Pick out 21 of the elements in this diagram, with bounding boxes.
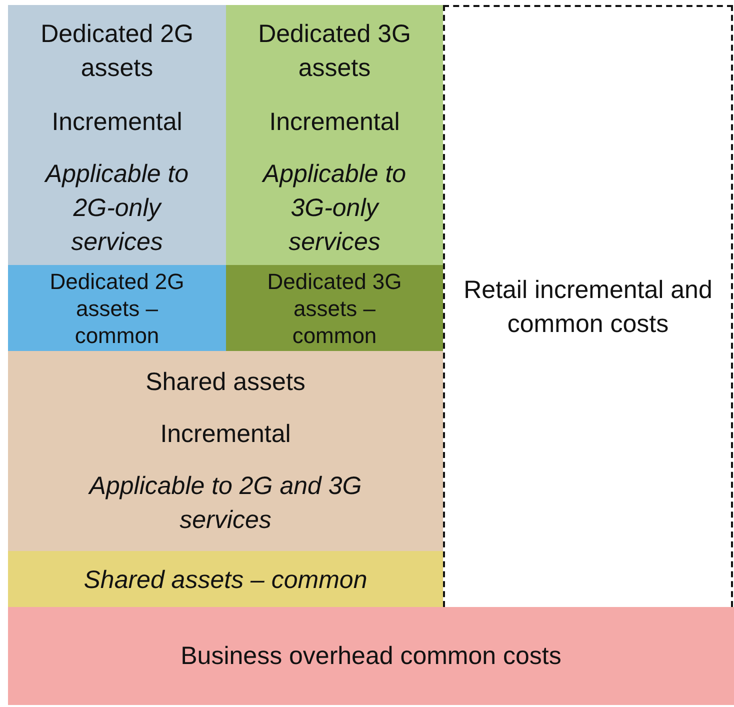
block-heading: Dedicated 2G assets [40,19,194,84]
block-label: Dedicated 2G assets – common [48,268,186,348]
asset-block [8,551,443,607]
cost-type-label: Incremental [160,419,291,450]
asset-block [8,5,226,265]
block-label: Retail incremental and common costs [462,275,714,340]
asset-block [8,265,226,351]
applicability-note: Applicable to 2G-only services [43,159,190,258]
block-label: Shared assets – common [84,565,368,596]
asset-block [226,5,443,265]
block-label: Dedicated 3G assets – common [266,268,403,348]
asset-block [8,351,443,551]
block-label: Business overhead common costs [180,641,562,672]
cost-block [8,607,734,705]
block-heading: Shared assets [146,367,306,398]
asset-block [226,265,443,351]
cost-type-label: Incremental [52,107,182,138]
applicability-note: Applicable to 2G and 3G services [87,471,363,536]
block-heading: Dedicated 3G assets [257,19,412,84]
applicability-note: Applicable to 3G-only services [260,159,408,258]
cost-type-label: Incremental [269,107,400,138]
